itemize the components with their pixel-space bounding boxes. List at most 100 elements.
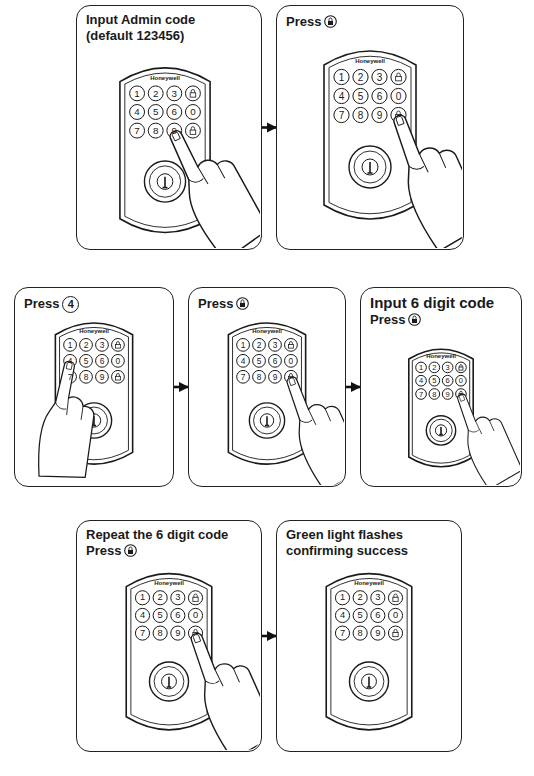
key-digit: 2 (84, 341, 89, 349)
key-digit: 0 (193, 611, 198, 620)
step-panel: Press4 (14, 287, 174, 487)
key-digit: 4 (140, 611, 145, 620)
key-digit: 5 (158, 611, 163, 620)
brand-mark: Honeywell (354, 580, 384, 586)
circled-key: 4 (62, 296, 79, 313)
key-digit: 5 (257, 357, 262, 365)
key-digit: 0 (289, 357, 294, 365)
press-key-icon (408, 313, 421, 326)
key-digit: 2 (158, 594, 163, 603)
key-digit: 4 (241, 357, 246, 365)
step-arrow (174, 386, 188, 389)
key-digit: 7 (134, 126, 139, 136)
step-heading: Repeat the 6 digit code (86, 527, 252, 543)
step-arrow (262, 635, 276, 638)
pointing-hand (32, 359, 108, 485)
key-digit: 1 (68, 341, 73, 349)
key-digit: 8 (153, 126, 158, 136)
step-panel: Green light flashes confirming success (276, 520, 462, 752)
key-digit: 3 (273, 341, 278, 349)
step-panel: Repeat the 6 digit codePress (76, 520, 262, 752)
key-digit: 6 (377, 92, 383, 102)
key-digit: 0 (396, 92, 402, 102)
key-digit: 6 (375, 611, 380, 620)
key-digit: 4 (419, 377, 423, 385)
key-digit: 1 (241, 341, 246, 349)
key-digit: 1 (339, 73, 345, 83)
key-digit: 6 (446, 377, 450, 385)
key-digit: 7 (140, 629, 145, 638)
keypad-lock (326, 574, 412, 730)
brand-mark: Honeywell (150, 75, 180, 81)
step-heading: Press (86, 543, 252, 559)
key-digit: 1 (419, 364, 423, 372)
key-digit: 5 (358, 92, 364, 102)
key-digit: 9 (377, 111, 383, 121)
key-digit: 9 (273, 373, 278, 381)
step-heading: Input Admin code (default 123456) (86, 12, 211, 43)
press-key-icon (324, 15, 337, 28)
step-panel: Input Admin code (default 123456) (76, 5, 262, 250)
key-digit: 7 (340, 629, 345, 638)
key-digit: 9 (375, 629, 380, 638)
key-digit: 4 (134, 108, 139, 118)
key-digit: 8 (358, 111, 364, 121)
key-digit: 0 (459, 377, 463, 385)
key-digit: 7 (68, 373, 73, 381)
key-digit: 9 (172, 126, 177, 136)
key-digit: 6 (273, 357, 278, 365)
brand-mark: Honeywell (355, 58, 385, 64)
key-digit: 3 (375, 594, 380, 603)
brand-mark: Honeywell (252, 328, 282, 334)
key-digit: 7 (241, 373, 246, 381)
key-digit: 0 (190, 108, 195, 118)
step-heading: Press (24, 296, 59, 312)
brand-mark: Honeywell (426, 353, 456, 359)
key-digit: 9 (446, 391, 450, 399)
key-digit: 3 (100, 341, 105, 349)
key-digit: 0 (116, 357, 121, 365)
key-digit: 5 (153, 108, 158, 118)
pointing-hand (278, 364, 344, 485)
key-digit: 3 (175, 594, 180, 603)
brand-mark: Honeywell (79, 328, 109, 334)
press-key-icon (236, 297, 249, 310)
step-heading: Input 6 digit code (370, 294, 512, 312)
pointing-hand (159, 112, 260, 248)
key-digit: 3 (446, 364, 450, 372)
key-digit: 5 (84, 357, 89, 365)
key-digit: 3 (172, 89, 177, 99)
pointing-hand (450, 384, 520, 485)
key-digit: 8 (358, 629, 363, 638)
pointing-hand (383, 100, 462, 248)
key-digit: 2 (358, 73, 364, 83)
key-digit: 2 (257, 341, 262, 349)
key-digit: 6 (175, 611, 180, 620)
step-panel: Press (188, 287, 346, 487)
key-digit: 8 (432, 391, 436, 399)
brand-mark: Honeywell (154, 580, 184, 586)
key-digit: 2 (358, 594, 363, 603)
step-heading: Green light flashes confirming success (286, 527, 421, 558)
key-digit: 1 (134, 89, 139, 99)
key-digit: 5 (432, 377, 436, 385)
key-digit: 9 (100, 373, 105, 381)
key-digit: 4 (68, 357, 73, 365)
key-digit: 8 (158, 629, 163, 638)
key-digit: 8 (257, 373, 262, 381)
step-heading: Press (198, 296, 249, 312)
key-digit: 5 (358, 611, 363, 620)
step-panel: Press (276, 5, 464, 250)
key-digit: 2 (432, 364, 436, 372)
key-digit: 4 (339, 92, 345, 102)
key-digit: 7 (339, 111, 345, 121)
key-digit: 4 (340, 611, 345, 620)
key-digit: 2 (153, 89, 158, 99)
step-heading: Press (286, 14, 337, 30)
key-digit: 8 (84, 373, 89, 381)
key-digit: 7 (419, 391, 423, 399)
step-panel: Input 6 digit codePress (360, 287, 522, 487)
